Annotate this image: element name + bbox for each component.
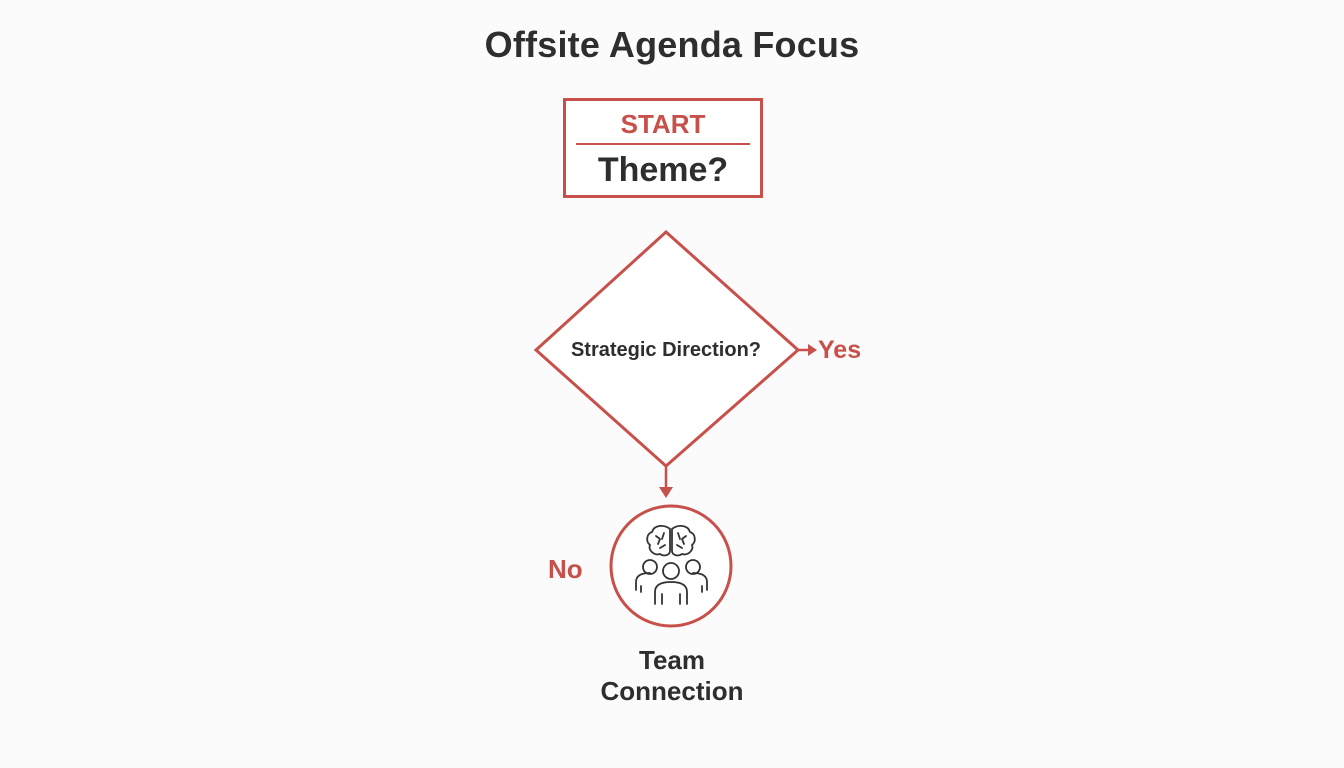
- start-question: Theme?: [597, 151, 729, 189]
- outcome-label-line2: Connection: [600, 676, 744, 706]
- decision-question: Strategic Direction?: [570, 339, 762, 361]
- outcome-circle: [609, 504, 733, 628]
- start-node: START Theme?: [563, 98, 763, 198]
- no-label: No: [548, 554, 583, 584]
- no-arrow-icon: [659, 466, 673, 498]
- team-brain-icon: [635, 525, 708, 605]
- start-label: START: [620, 109, 706, 139]
- outcome-label-line1: Team: [639, 645, 705, 675]
- diagram-title: Offsite Agenda Focus: [484, 24, 860, 65]
- start-divider: [576, 143, 750, 145]
- outcome-label: Team Connection: [572, 645, 772, 707]
- yes-arrow-icon: [798, 344, 817, 356]
- yes-label: Yes: [818, 336, 862, 364]
